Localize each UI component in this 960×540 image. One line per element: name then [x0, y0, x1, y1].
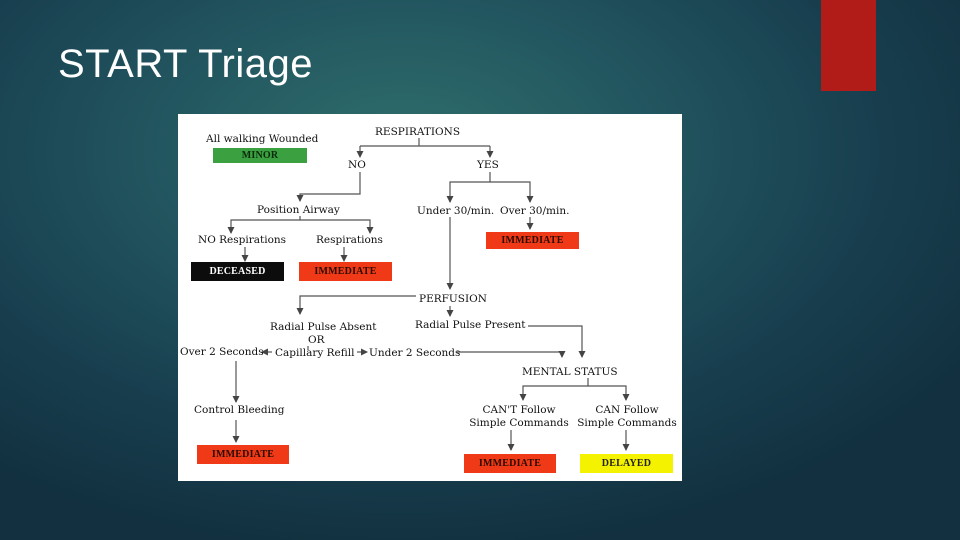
delayed-box: DELAYED	[580, 454, 673, 473]
radial-present-label: Radial Pulse Present	[415, 319, 526, 331]
immediate-cant-follow-box: IMMEDIATE	[464, 454, 556, 473]
over-2s-label: Over 2 Seconds	[180, 346, 264, 358]
radial-absent-label: Radial Pulse Absent	[270, 321, 377, 333]
all-walking-label: All walking Wounded	[206, 133, 319, 145]
position-airway-label: Position Airway	[257, 204, 340, 216]
yes-label: YES	[477, 159, 499, 171]
slide-title: START Triage	[58, 42, 313, 86]
accent-bar	[821, 0, 876, 91]
over-30-label: Over 30/min.	[500, 205, 570, 217]
immediate-over30-box: IMMEDIATE	[486, 232, 579, 249]
deceased-box: DECEASED	[191, 262, 284, 281]
respirations-sub-label: Respirations	[316, 234, 383, 246]
control-bleeding-label: Control Bleeding	[194, 404, 285, 416]
triage-flowchart: All walking Wounded RESPIRATIONS NO YES …	[178, 114, 682, 481]
under-2s-label: Under 2 Seconds	[369, 347, 461, 359]
minor-box: MINOR	[213, 148, 307, 163]
capillary-refill-label: Capillary Refill	[275, 347, 355, 359]
no-respirations-label: NO Respirations	[198, 234, 287, 246]
cant-follow-label: CAN'T Follow Simple Commands	[469, 404, 569, 429]
flowchart-connectors	[227, 138, 630, 451]
perfusion-label: PERFUSION	[419, 293, 487, 305]
immediate-resp-box: IMMEDIATE	[299, 262, 392, 281]
mental-status-label: MENTAL STATUS	[522, 366, 618, 378]
immediate-bleeding-box: IMMEDIATE	[197, 445, 289, 464]
respirations-label: RESPIRATIONS	[375, 126, 461, 138]
no-label: NO	[348, 159, 366, 171]
under-30-label: Under 30/min.	[417, 205, 495, 217]
or-label: OR	[308, 334, 325, 346]
can-follow-label: CAN Follow Simple Commands	[577, 404, 677, 429]
